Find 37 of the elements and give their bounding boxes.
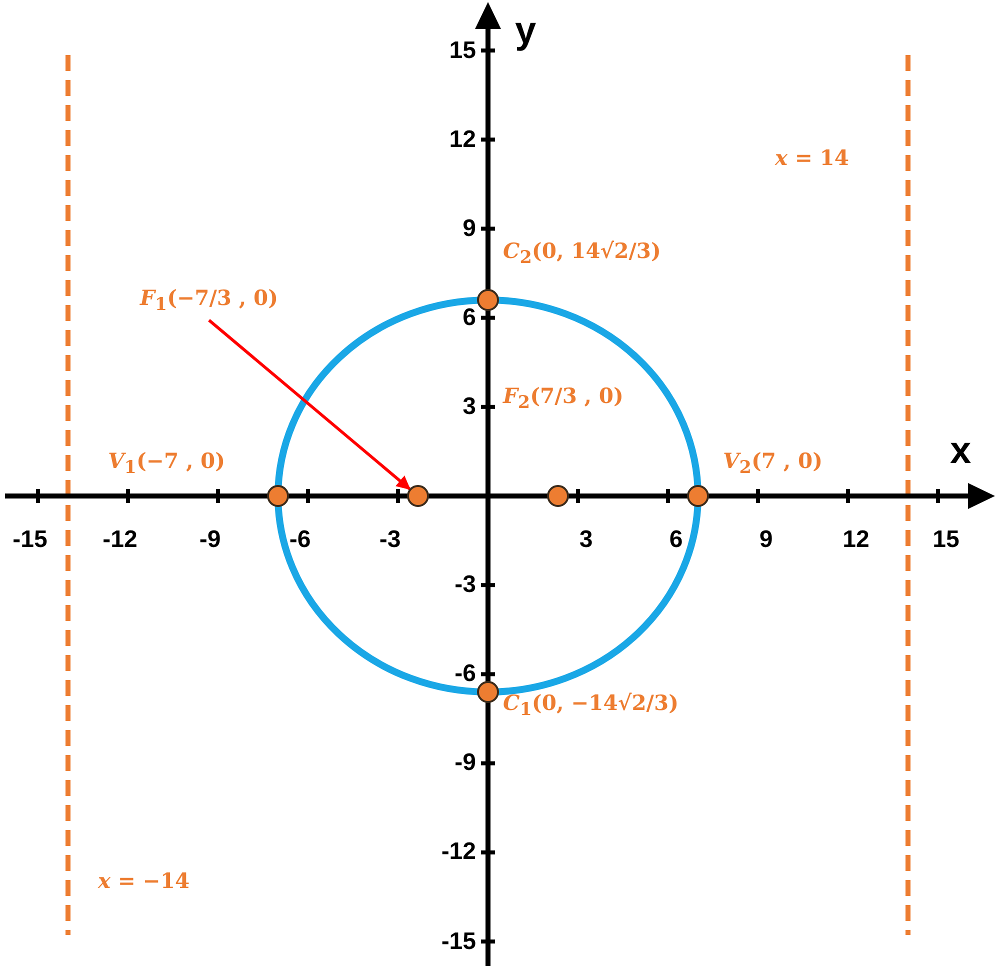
point-marker: [547, 485, 569, 507]
tick-label: -6: [289, 528, 311, 552]
tick-label: 15: [932, 528, 960, 552]
line-label: x = 14: [775, 145, 849, 170]
tick-label: 6: [462, 306, 476, 330]
tick-label: 15: [449, 38, 476, 62]
tick-label: -9: [454, 751, 476, 776]
axis-label: x: [950, 432, 972, 470]
tick-label: -12: [102, 528, 138, 552]
tick-label: -9: [199, 528, 221, 552]
point-label: F$_{1}$(−7/3 , 0): [140, 285, 278, 316]
tick-label: 3: [462, 394, 476, 419]
point-label: F$_{2}$(7/3 , 0): [503, 383, 624, 414]
point-marker: [407, 485, 429, 507]
point-marker: [477, 288, 499, 311]
tick-label: 12: [449, 128, 476, 152]
leader-arrow: [208, 319, 411, 490]
tick-label: -15: [12, 528, 48, 552]
tick-label: -12: [441, 840, 476, 864]
tick-label: 9: [759, 528, 773, 552]
tick-label: -3: [454, 573, 476, 598]
tick-label: -3: [379, 528, 401, 552]
tick-label: 3: [579, 528, 593, 552]
tick-label: -15: [441, 930, 476, 954]
point-marker: [267, 485, 289, 507]
tick-label: -6: [454, 662, 476, 686]
tick-label: 6: [669, 528, 683, 552]
point-label: C$_{2}$(0, 14√2/3): [503, 238, 661, 270]
tick-label: 9: [462, 216, 476, 241]
line-label: x = −14: [98, 868, 190, 894]
axis-label: y: [515, 12, 536, 50]
point-marker: [477, 681, 499, 704]
point-label: V$_{1}$(−7 , 0): [108, 448, 226, 480]
tick-label: 12: [842, 528, 870, 552]
point-marker: [687, 485, 709, 507]
point-label: V$_{2}$(7 , 0): [723, 448, 823, 480]
point-label: C$_{1}$(0, −14√2/3): [503, 690, 679, 722]
